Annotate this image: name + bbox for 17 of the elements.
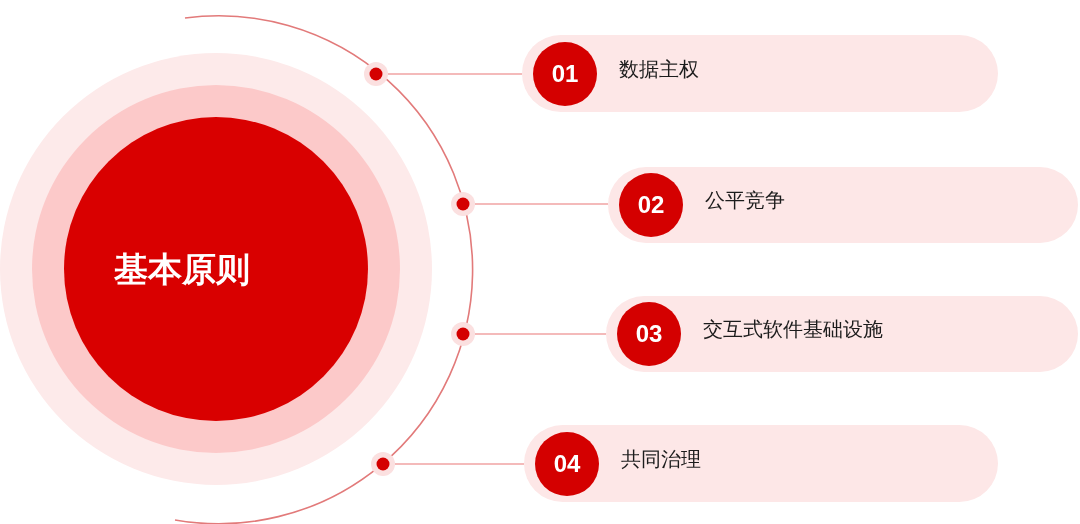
connector-dot	[364, 62, 388, 86]
center-title: 基本原则	[114, 248, 250, 290]
step-number: 01	[533, 41, 597, 106]
step-number: 04	[535, 431, 599, 496]
connector-dot	[451, 192, 475, 216]
step-number: 03	[617, 302, 681, 366]
item-label: 公平竞争	[705, 188, 785, 213]
connector-dot	[371, 452, 395, 476]
connector-line	[387, 73, 523, 75]
item-label: 交互式软件基础设施	[703, 317, 883, 342]
connector-line	[474, 203, 609, 205]
item-label: 数据主权	[619, 56, 699, 82]
step-number: 02	[619, 173, 683, 237]
item-label: 共同治理	[621, 446, 701, 472]
connector-dot	[451, 322, 475, 346]
connector-line	[394, 463, 525, 465]
connector-line	[474, 333, 607, 335]
